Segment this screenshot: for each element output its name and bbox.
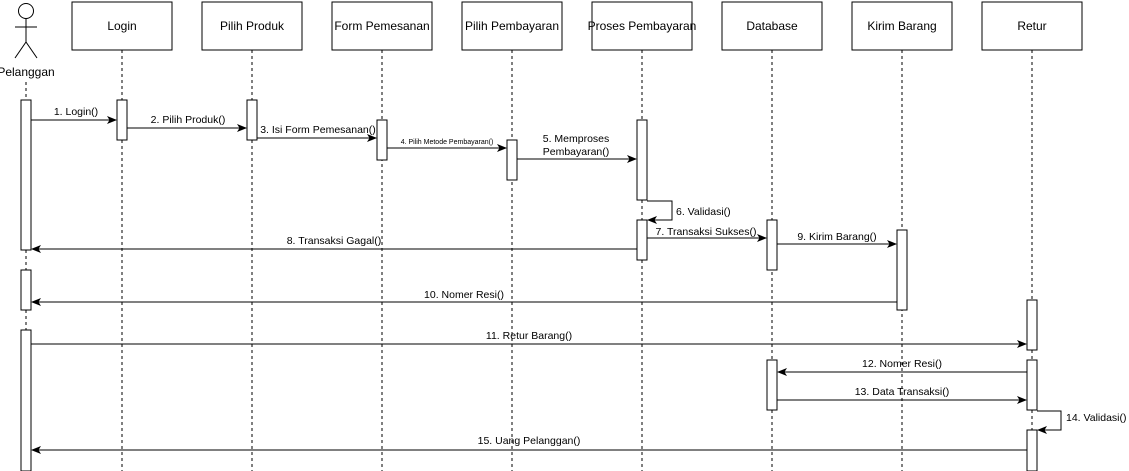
message-arrow-14 [1037, 410, 1062, 434]
activation-retur-2 [1026, 359, 1038, 411]
participant-label: Pilih Pembayaran [465, 19, 559, 33]
participant-box [851, 1, 953, 51]
participant-box [331, 1, 433, 51]
activation-login [116, 99, 128, 141]
participant-label: Pilih Produk [220, 19, 285, 33]
messages [31, 116, 1062, 454]
actor-left-leg [14, 41, 27, 59]
participant-form-pemesanan: Form Pemesanan [331, 1, 433, 51]
message-label-7: 7. Transaksi Sukses() [656, 226, 757, 238]
activation-form-pemesanan [376, 119, 388, 161]
participant-pilih-produk: Pilih Produk [201, 1, 303, 51]
message-label-9: 9. Kirim Barang() [797, 231, 876, 243]
activation-database-2 [766, 359, 778, 411]
participant-box [981, 1, 1083, 51]
activation-retur-3 [1026, 429, 1038, 471]
message-label-3: 3. Isi Form Pemesanan() [260, 124, 376, 136]
message-label-4: 4. Pilih Metode Pembayaran() [401, 139, 494, 146]
participant-box [71, 1, 173, 51]
actor-pelanggan: Pelanggan [0, 3, 55, 79]
participant-box [721, 1, 823, 51]
activation-proses-pembayaran-1 [636, 119, 648, 201]
activation-database-1 [766, 219, 778, 271]
message-label-15: 15. Uang Pelanggan() [478, 435, 581, 447]
participant-proses-pembayaran: Proses Pembayaran [588, 1, 697, 51]
participant-database: Database [721, 1, 823, 51]
message-label-14: 14. Validasi() [1066, 412, 1127, 424]
actor-label: Pelanggan [0, 65, 55, 79]
activation-retur-1 [1026, 299, 1038, 351]
activation-pelanggan-1 [20, 99, 32, 251]
activation-kirim-barang [896, 229, 908, 311]
participant-label: Form Pemesanan [334, 19, 429, 33]
message-label-12: 12. Nomer Resi() [862, 358, 942, 370]
participant-label: Proses Pembayaran [588, 19, 697, 33]
message-label-5-line1: 5. Memproses [543, 133, 610, 145]
message-label-1: 1. Login() [54, 106, 98, 118]
activation-pilih-produk [246, 99, 258, 141]
actor-head [18, 3, 34, 19]
activation-proses-pembayaran-2 [636, 219, 648, 261]
activation-pelanggan-2 [20, 269, 32, 311]
message-label-6: 6. Validasi() [676, 206, 731, 218]
participant-login: Login [71, 1, 173, 51]
message-arrow-6 [647, 200, 673, 224]
participant-retur: Retur [981, 1, 1083, 51]
participant-box [591, 1, 693, 51]
participant-box [461, 1, 563, 51]
participant-label: Retur [1017, 19, 1046, 33]
participant-label: Kirim Barang [867, 19, 936, 33]
message-label-11: 11. Retur Barang() [486, 330, 572, 342]
participant-label: Login [107, 19, 136, 33]
participant-kirim-barang: Kirim Barang [851, 1, 953, 51]
message-label-2: 2. Pilih Produk() [151, 114, 226, 126]
message-labels: 1. Login() 2. Pilih Produk() 3. Isi Form… [54, 106, 1127, 447]
message-label-5-line2: Pembayaran() [543, 146, 610, 158]
message-label-10: 10. Nomer Resi() [424, 289, 504, 301]
participant-box [201, 1, 303, 51]
message-label-13: 13. Data Transaksi() [855, 386, 950, 398]
actor-right-leg [25, 41, 38, 59]
activation-pelanggan-3 [20, 329, 32, 471]
activation-bars [20, 99, 1038, 471]
activation-pilih-pembayaran [506, 139, 518, 181]
message-label-8: 8. Transaksi Gagal() [287, 235, 382, 247]
participant-pilih-pembayaran: Pilih Pembayaran [461, 1, 563, 51]
participant-label: Database [746, 19, 798, 33]
